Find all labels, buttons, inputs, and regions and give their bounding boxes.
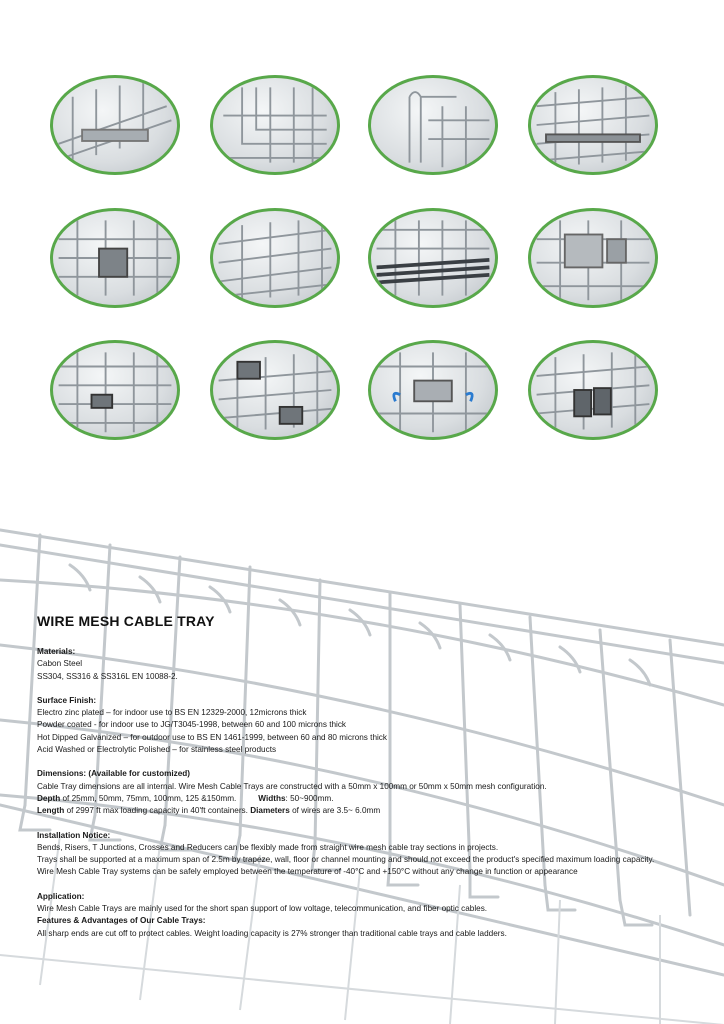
gallery-photo-1: [50, 75, 180, 175]
dimensions-line: Cable Tray dimensions are all internal. …: [37, 781, 547, 791]
features-line: All sharp ends are cut off to protect ca…: [37, 928, 507, 938]
spec-content: WIRE MESH CABLE TRAY Materials: Cabon St…: [37, 612, 697, 940]
diameters-text: of wires are 3.5~ 6.0mm: [289, 806, 381, 816]
surface-finish-line: Electro zinc plated – for indoor use to …: [37, 708, 307, 718]
gallery-photo-8: [528, 208, 658, 308]
installation-heading: Installation Notice:: [37, 830, 111, 840]
gallery-photo-6: [210, 208, 340, 308]
gallery-photo-11: [368, 340, 498, 440]
surface-finish-line: Acid Washed or Electrolytic Polished – f…: [37, 745, 277, 755]
materials-line: SS304, SS316 & SS316L EN 10088-2.: [37, 671, 178, 681]
materials-line: Cabon Steel: [37, 659, 83, 669]
widths-text: : 50~900mm.: [285, 793, 334, 803]
gallery-photo-10: [210, 340, 340, 440]
application-heading: Application:: [37, 891, 85, 901]
application-line: Wire Mesh Cable Trays are mainly used fo…: [37, 904, 488, 914]
gallery-photo-2: [210, 75, 340, 175]
gallery-photo-9: [50, 340, 180, 440]
page-title: WIRE MESH CABLE TRAY: [37, 613, 215, 629]
widths-label: Widths: [258, 793, 286, 803]
gallery-photo-5: [50, 208, 180, 308]
gallery-photo-3: [368, 75, 498, 175]
gallery-photo-7: [368, 208, 498, 308]
gallery-photo-4: [528, 75, 658, 175]
depth-text: of 25mm, 50mm, 75mm, 100mm, 125 &150mm.: [60, 793, 237, 803]
diameters-label: Diameters: [250, 806, 290, 816]
depth-label: Depth: [37, 793, 61, 803]
dimensions-depth-widths: Depth of 25mm, 50mm, 75mm, 100mm, 125 &1…: [37, 793, 697, 805]
features-heading: Features & Advantages of Our Cable Trays…: [37, 916, 206, 926]
wire-mesh-tray-illustration: [0, 505, 724, 1024]
surface-finish-line: Hot Dipped Galvanized – for outdoor use …: [37, 732, 387, 742]
dimensions-heading: Dimensions: (Available for customized): [37, 769, 191, 779]
installation-line: Bends, Risers, T Junctions, Crosses and …: [37, 842, 499, 852]
gallery-photo-12: [528, 340, 658, 440]
length-label: Length: [37, 806, 65, 816]
installation-line: Trays shall be supported at a maximum sp…: [37, 855, 655, 865]
materials-heading: Materials:: [37, 647, 76, 656]
surface-finish-line: Powder coated - for indoor use to JG/T30…: [37, 720, 347, 730]
accessory-gallery: [42, 70, 682, 450]
surface-finish-heading: Surface Finish:: [37, 695, 97, 705]
length-text: of 2997 ft max loading capacity in 40'ft…: [64, 806, 248, 816]
dimensions-length-diameter: Length of 2997 ft max loading capacity i…: [37, 805, 697, 817]
installation-line: Wire Mesh Cable Tray systems can be safe…: [37, 867, 578, 877]
